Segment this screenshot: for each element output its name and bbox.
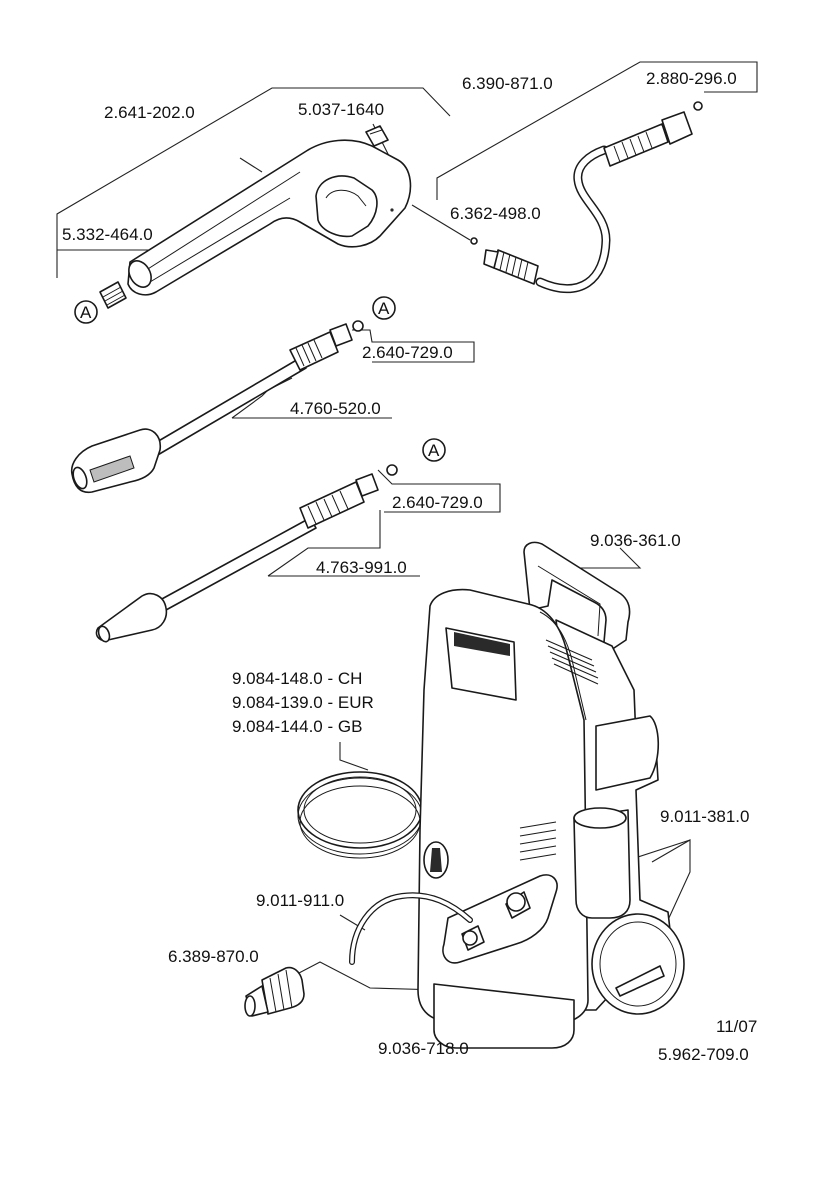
marker-a-label: A bbox=[80, 303, 92, 322]
label-clip: 5.037-1640 bbox=[298, 100, 384, 119]
clip-drawing bbox=[366, 126, 388, 146]
label-hose-seal: 6.362-498.0 bbox=[450, 204, 541, 223]
label-hose-oring: 2.880-296.0 bbox=[646, 69, 737, 88]
label-coupling: 6.389-870.0 bbox=[168, 947, 259, 966]
hose-coil-drawing bbox=[298, 772, 422, 858]
label-lance-rotor: 4.763-991.0 bbox=[316, 558, 407, 577]
gun-handle-drawing bbox=[124, 140, 410, 295]
hp-hose-drawing bbox=[471, 102, 702, 289]
label-handle: 9.036-361.0 bbox=[590, 531, 681, 550]
footer-doc-number: 5.962-709.0 bbox=[658, 1045, 749, 1064]
marker-a-3: A bbox=[423, 439, 445, 461]
label-hp-hose: 6.390-871.0 bbox=[462, 74, 553, 93]
label-suction-eur: 9.084-139.0 - EUR bbox=[232, 693, 374, 712]
coupling-drawing bbox=[245, 968, 304, 1016]
label-oring-kit-1: 2.640-729.0 bbox=[362, 343, 453, 362]
label-lance-vario: 4.760-520.0 bbox=[290, 399, 381, 418]
marker-a-1: A bbox=[75, 301, 97, 323]
label-wheel: 9.011-381.0 bbox=[660, 807, 749, 826]
spring-drawing bbox=[100, 282, 126, 308]
marker-a-2: A bbox=[373, 297, 395, 319]
rotor-lance-drawing bbox=[96, 465, 397, 643]
footer-date: 11/07 bbox=[716, 1017, 757, 1036]
label-gun-handle: 2.641-202.0 bbox=[104, 103, 195, 122]
machine-drawing bbox=[418, 542, 684, 1048]
label-spring: 5.332-464.0 bbox=[62, 225, 153, 244]
label-oring-kit-2: 2.640-729.0 bbox=[392, 493, 483, 512]
marker-a-label: A bbox=[428, 441, 440, 460]
marker-a-label: A bbox=[378, 299, 390, 318]
label-suction-hose: 9.011-911.0 bbox=[256, 891, 344, 910]
label-base: 9.036-718.0 bbox=[378, 1039, 469, 1058]
label-suction-gb: 9.084-144.0 - GB bbox=[232, 717, 362, 736]
label-suction-ch: 9.084-148.0 - CH bbox=[232, 669, 362, 688]
